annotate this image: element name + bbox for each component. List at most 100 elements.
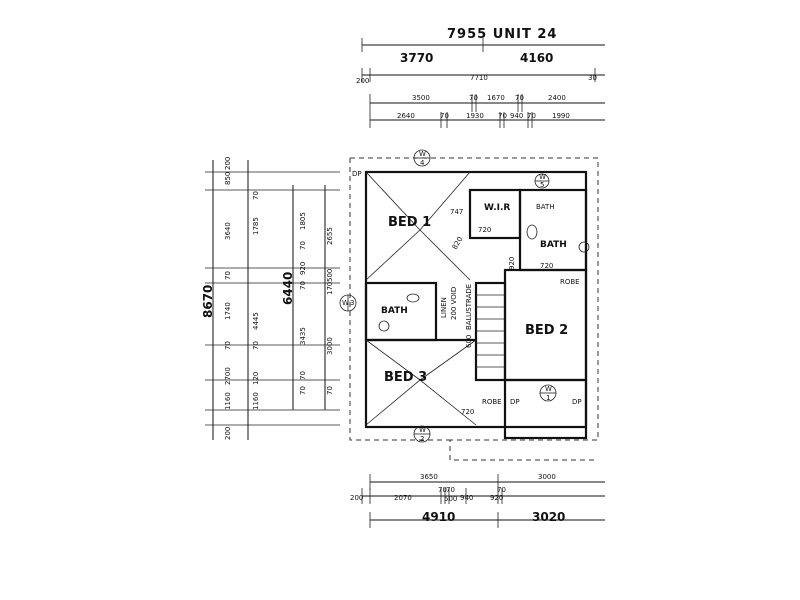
room-bed3: BED 3 [384,370,427,385]
left-dim-c1-850: 850 [224,172,232,185]
window-marker-w3: W 3 [339,294,357,312]
left-dim-c3-70c: 70 [299,371,307,380]
left-dim-c1-200b: 200 [224,427,232,440]
window-marker-w4: W 4 [413,149,431,167]
svg-text:W: W [419,426,426,434]
bottom-dim-4910: 4910 [422,510,455,524]
bottom-dim-200: 200 [350,494,363,502]
top-dim-30: 30 [588,74,597,82]
left-dim-c1-1160: 1160 [224,392,232,410]
bottom-dimensions: 3650 3000 200 2070 70 70 500 940 70 920 … [350,473,605,528]
svg-text:1: 1 [546,394,550,402]
window-marker-w2: W 2 [413,425,431,443]
svg-text:4: 4 [420,159,425,167]
top-dim-70a: 70 [469,94,478,102]
dim-747: 747 [450,208,463,216]
bottom-dim-920: 920 [490,494,503,502]
left-dimensions: 8670 6440 200 850 3640 70 1740 70 2700 1… [201,157,340,440]
svg-text:W: W [545,385,552,393]
dim-920: 920 [508,257,516,270]
dim-600: 600 [465,335,473,348]
bottom-dim-940: 940 [460,494,473,502]
left-dim-c3-1805: 1805 [299,212,307,230]
top-dim-1670: 1670 [487,94,505,102]
left-dim-c3-70b: 70 [299,281,307,290]
left-dim-c4-500: 500 [326,269,334,282]
label-dp3: DP [572,398,582,406]
top-dim-70d: 70 [498,112,507,120]
window-marker-w1: W 1 [539,384,557,402]
left-dim-8670: 8670 [201,285,215,318]
bottom-dim-2070: 2070 [394,494,412,502]
left-dim-c1-70b: 70 [224,341,232,350]
top-dim-1930: 1930 [466,112,484,120]
left-dim-c2-120: 120 [252,372,260,385]
top-dim-1990: 1990 [552,112,570,120]
room-bath: BATH [381,306,408,316]
label-dp1: DP [352,170,362,178]
svg-text:3: 3 [350,299,354,307]
bottom-dim-70b: 70 [446,486,455,494]
dim-720b: 720 [540,262,553,270]
top-dim-7710: 7710 [470,74,488,82]
top-dim-70e: 70 [527,112,536,120]
left-dim-c2-1160: 1160 [252,392,260,410]
left-dim-c1-2700: 2700 [224,367,232,385]
bottom-dim-70c: 70 [497,486,506,494]
window-marker-w5: W 5 [534,173,550,189]
eaves-outline [349,157,599,461]
room-bed2: BED 2 [525,323,568,338]
left-dim-c1-1740: 1740 [224,302,232,320]
svg-text:2: 2 [420,435,424,443]
label-robe1: ROBE [560,278,580,286]
top-dim-70b: 70 [515,94,524,102]
left-dim-c2-70: 70 [252,191,260,200]
label-balustrade: BALUSTRADE [465,284,473,330]
top-dim-2640: 2640 [397,112,415,120]
label-dp2: DP [510,398,520,406]
svg-text:W: W [539,173,546,181]
left-dim-c4-170: 170 [326,282,334,295]
bottom-dim-3020: 3020 [532,510,565,524]
left-dim-c1-70: 70 [224,271,232,280]
bottom-dim-3000: 3000 [538,473,556,481]
top-dim-2400: 2400 [548,94,566,102]
plan-title: 7955 UNIT 24 [447,27,557,42]
top-dim-3770: 3770 [400,51,433,65]
room-bath-small: BATH [536,203,555,211]
room-wir: W.I.R [484,203,510,213]
left-dim-c4-70: 70 [326,386,334,395]
top-dim-3500: 3500 [412,94,430,102]
left-dim-c2-4445: 4445 [252,312,260,330]
dim-720c: 720 [461,408,474,416]
left-dim-c2-70b: 70 [252,341,260,350]
left-dim-c4-2655: 2655 [326,227,334,245]
left-dim-c2-1785: 1785 [252,217,260,235]
top-dim-200: 200 [356,77,369,85]
left-dim-6440: 6440 [281,272,295,305]
bottom-dim-500: 500 [444,495,457,503]
bottom-dim-70a: 70 [438,486,447,494]
walls [364,170,590,440]
top-dim-70c: 70 [440,112,449,120]
label-linen: LINEN [440,297,448,318]
left-dim-c3-70d: 70 [299,386,307,395]
dim-720a: 720 [478,226,491,234]
dim-820: 820 [451,235,465,251]
label-void: 200 VOID [450,287,458,320]
top-dim-940: 940 [510,112,523,120]
bottom-dim-3650: 3650 [420,473,438,481]
room-bed1: BED 1 [388,215,431,230]
left-dim-c3-3435: 3435 [299,327,307,345]
label-robe2: ROBE [482,398,502,406]
svg-text:W: W [419,150,426,158]
room-bath2: BATH [540,240,567,250]
left-dim-c3-920: 920 [299,262,307,275]
left-dim-c1-3640: 3640 [224,222,232,240]
top-dim-4160: 4160 [520,51,553,65]
svg-text:W: W [342,299,349,307]
left-dim-c4-3000: 3000 [326,337,334,355]
left-dim-c1-200: 200 [224,157,232,170]
left-dim-c3-70: 70 [299,241,307,250]
